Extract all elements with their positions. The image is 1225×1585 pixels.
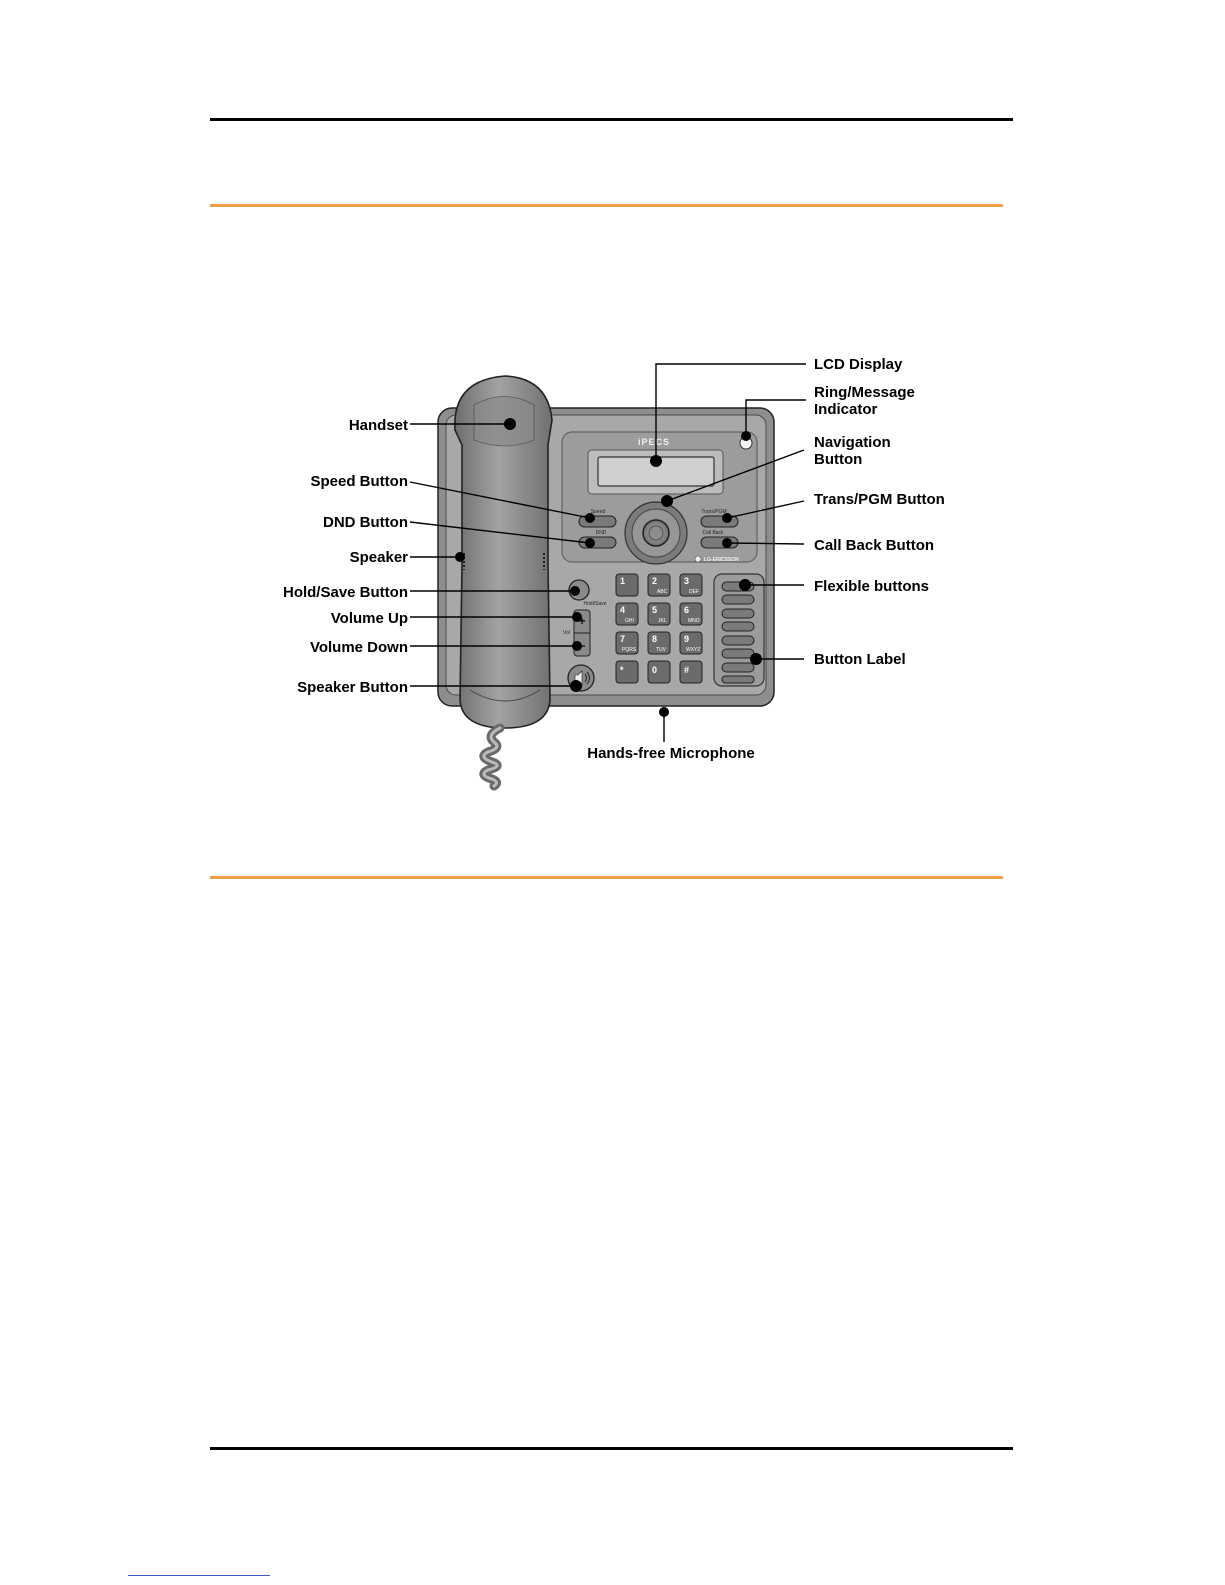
callout-volume-up: Volume Up: [331, 610, 408, 627]
callout-hold-save-button: Hold/Save Button: [283, 584, 408, 601]
section-rule-top: [210, 204, 1003, 207]
keypad-key-letters: DEF: [689, 589, 699, 595]
callout-volume-down: Volume Down: [310, 639, 408, 656]
keypad-key-digit: 2: [652, 576, 657, 586]
section-rule-bottom: [210, 876, 1003, 879]
callout-trans-pgm: Trans/PGM Button: [814, 491, 945, 508]
navigation-button[interactable]: [624, 501, 688, 565]
keypad-key[interactable]: 0: [647, 660, 671, 684]
callout-ring-message-line1: Ring/Message: [814, 384, 915, 401]
hold-save-label: Hold/Save: [583, 601, 606, 607]
phone-brand: iPECS: [638, 437, 670, 447]
keypad-key-digit: 3: [684, 576, 689, 586]
keypad-key-letters: GHI: [625, 618, 634, 624]
trans-pgm-key[interactable]: [700, 515, 739, 528]
keypad-key[interactable]: 4 GHI: [615, 602, 639, 626]
speed-key[interactable]: [578, 515, 617, 528]
keypad-key[interactable]: 8 TUV: [647, 631, 671, 655]
vol-label: Vol: [563, 630, 570, 636]
footer-rule: [210, 1447, 1013, 1450]
handset[interactable]: [454, 375, 553, 729]
keypad-key[interactable]: 1: [615, 573, 639, 597]
keypad-key[interactable]: 9 WXYZ: [679, 631, 703, 655]
keypad-key-digit: 9: [684, 634, 689, 644]
callout-lcd-display: LCD Display: [814, 356, 903, 373]
callout-speaker: Speaker: [350, 549, 409, 566]
svg-text:+: +: [578, 614, 585, 628]
keypad-key[interactable]: 2 ABC: [647, 573, 671, 597]
keypad-key-digit: 4: [620, 605, 625, 615]
keypad-key-digit: #: [684, 665, 689, 675]
keypad-key[interactable]: 5 JKL: [647, 602, 671, 626]
callout-navigation-line1: Navigation: [814, 434, 891, 451]
keypad-key-digit: 1: [620, 576, 625, 586]
keypad-key-digit: 8: [652, 634, 657, 644]
keypad-key-letters: TUV: [656, 647, 667, 653]
callout-speed-button: Speed Button: [311, 473, 409, 490]
keypad-key[interactable]: *: [615, 660, 639, 684]
callout-flexible-buttons: Flexible buttons: [814, 578, 929, 595]
coiled-cord: [479, 723, 505, 791]
callout-speaker-button: Speaker Button: [297, 679, 408, 696]
callout-navigation-line2: Button: [814, 451, 862, 468]
keypad-key-letters: PQRS: [622, 647, 637, 653]
callout-dots: [455, 418, 762, 717]
callout-hands-free-microphone: Hands-free Microphone: [587, 745, 755, 762]
callout-dnd-button: DND Button: [323, 514, 408, 531]
keypad-key-digit: 5: [652, 605, 657, 615]
keypad: 1 2 ABC 3 DEF 4 GHI 5 JKL 6 MNO: [615, 573, 703, 684]
trans-pgm-key-label: Trans/PGM: [701, 509, 726, 515]
keypad-key[interactable]: #: [679, 660, 703, 684]
callout-leaders: [409, 363, 806, 742]
callout-ring-message-line2: Indicator: [814, 401, 878, 418]
keypad-key-letters: ABC: [657, 589, 668, 595]
phone-diagram: iPECS Speed DND Trans/PGM Call Back LG-E…: [283, 356, 945, 791]
keypad-key-digit: 6: [684, 605, 689, 615]
keypad-key-letters: JKL: [658, 618, 667, 624]
keypad-key-digit: *: [620, 665, 624, 675]
callout-handset: Handset: [349, 417, 408, 434]
speaker-grille-icon: [463, 553, 545, 570]
keypad-key-digit: 7: [620, 634, 625, 644]
keypad-key-digit: 0: [652, 665, 657, 675]
keypad-key[interactable]: 7 PQRS: [615, 631, 639, 655]
callout-button-label: Button Label: [814, 651, 906, 668]
keypad-key-letters: MNO: [688, 618, 700, 624]
call-back-key-label: Call Back: [702, 530, 724, 536]
maker-logo-icon: [694, 555, 702, 563]
flexible-buttons-panel: [713, 573, 765, 687]
speed-key-label: Speed: [591, 509, 606, 515]
header-rule: [210, 118, 1013, 121]
keypad-key[interactable]: 3 DEF: [679, 573, 703, 597]
lcd-display: [587, 449, 724, 495]
maker-logo: LG-ERICSSON: [704, 557, 739, 563]
callout-call-back: Call Back Button: [814, 537, 934, 554]
keypad-key-letters: WXYZ: [686, 647, 700, 653]
dnd-key-label: DND: [596, 530, 607, 536]
keypad-key[interactable]: 6 MNO: [679, 602, 703, 626]
footer-link-underline: [128, 1575, 270, 1576]
